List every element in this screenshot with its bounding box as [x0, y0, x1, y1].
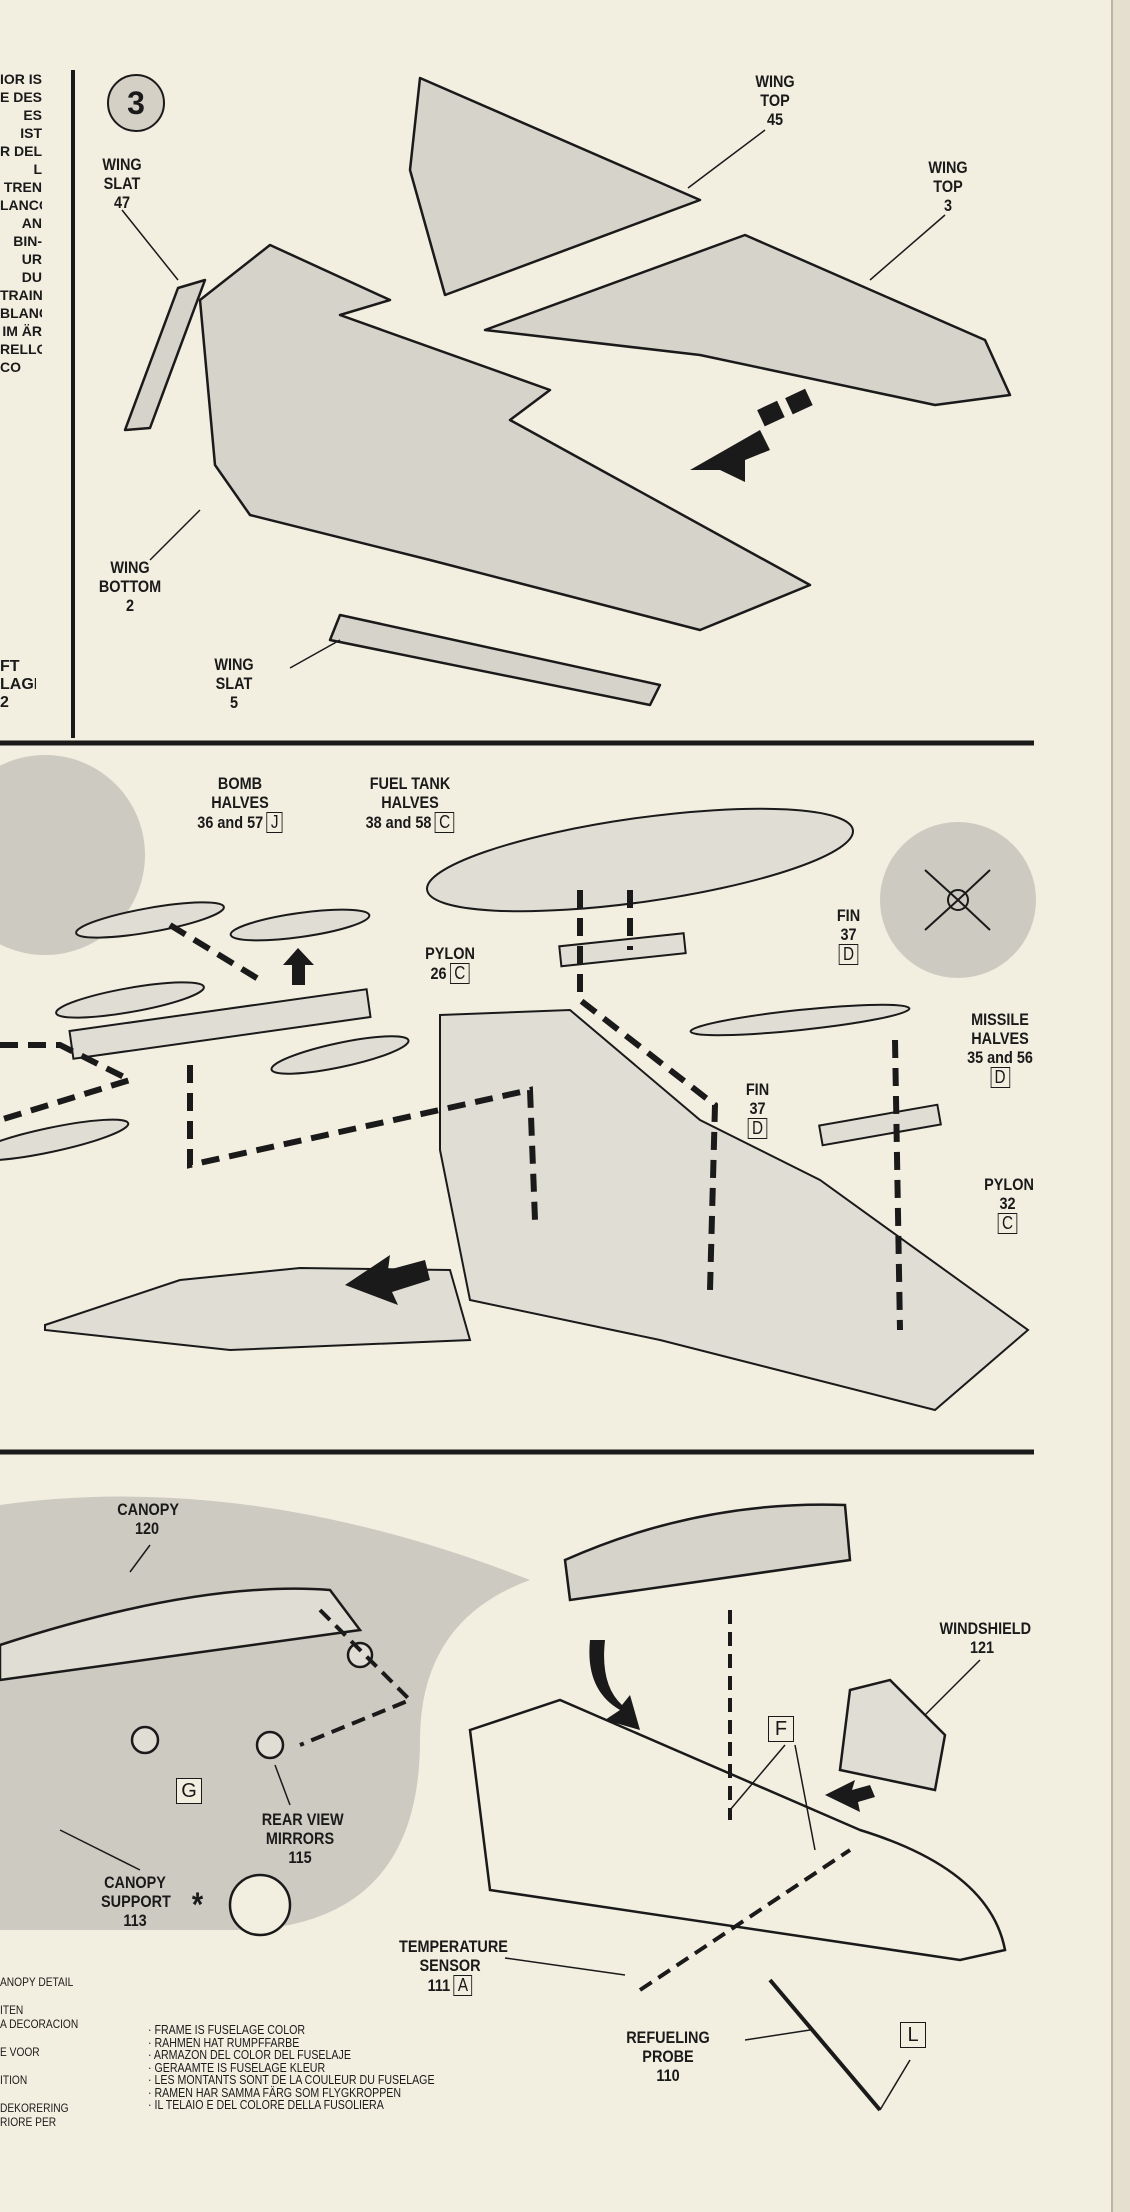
left-edge-text: IOR IS E DES ES IST R DEL L TREN LANCO A…	[0, 70, 42, 376]
bomb-rack-part	[68, 988, 372, 1060]
fuel-tank-part	[426, 807, 854, 913]
edge-line: E DES	[0, 89, 42, 105]
note-line: · RAHMEN HAT RUMPFFARBE	[148, 2035, 300, 2050]
edge-line: 2	[0, 694, 9, 711]
edge-line: FT	[0, 658, 20, 675]
mirror-part	[255, 1730, 285, 1760]
bomb-part	[75, 901, 225, 939]
fuselage-cockpit-part	[468, 1698, 1007, 1962]
wing-assembly-part	[439, 1008, 1030, 1412]
edge-line: TRAIN	[0, 287, 42, 303]
pylon-32-part	[818, 1103, 942, 1147]
mirror-part	[130, 1725, 160, 1755]
edge-line: IM ÄR	[2, 323, 42, 339]
asterisk-symbol: *	[191, 1886, 204, 1924]
note-line: · FRAME IS FUSELAGE COLOR	[148, 2023, 306, 2037]
note-line: · IL TELAIO E DEL COLORE DELLA FUSOLIERA	[148, 2098, 384, 2112]
wing-top-3-part	[483, 233, 1012, 407]
canopy-install-arrow	[589, 1640, 640, 1730]
edge-line: UR DU	[21, 251, 42, 285]
canopy-part	[0, 1587, 363, 1682]
detail-inset-bomb-rack	[0, 755, 145, 955]
wing-top-45-part	[408, 76, 702, 297]
wing-bottom-2-part	[198, 243, 812, 632]
step-number: 3	[127, 85, 145, 121]
edge-line: R DEL	[0, 143, 42, 159]
note-line: · GERAAMTE IS FUSELAGE KLEUR	[148, 2060, 326, 2075]
edge-line: LAGE	[0, 676, 36, 693]
note-line: · LES MONTANTS SONT DE LA COULEUR DU FUS…	[148, 2073, 435, 2087]
edge-line: RELLO	[0, 341, 42, 357]
edge-line: LANCO	[0, 197, 42, 213]
code-box-f: F	[768, 1716, 794, 1742]
decal-symbol-circle	[228, 1873, 292, 1937]
code-box-l: L	[900, 2022, 926, 2048]
frame-color-notes: · FRAME IS FUSELAGE COLOR · RAHMEN HAT R…	[148, 2024, 435, 2112]
bomb-part	[55, 981, 205, 1019]
code-box-g: G	[176, 1778, 202, 1804]
wing-slat-47-part	[123, 278, 207, 432]
canopy-detail-inset	[0, 1496, 530, 1930]
edge-line: L TREN	[3, 161, 42, 195]
step-number-badge: 3	[107, 74, 165, 132]
alignment-guides	[0, 890, 903, 1331]
bomb-part	[229, 908, 371, 942]
mirror-part	[346, 1641, 374, 1669]
pylon-26-part	[558, 932, 687, 968]
edge-line: AN BIN-	[13, 215, 42, 249]
edge-line: CO	[0, 359, 21, 375]
bomb-part	[270, 1035, 410, 1075]
refueling-probe-part	[768, 1978, 882, 2112]
canopy-part-top	[563, 1503, 852, 1602]
edge-line: ES IST	[20, 107, 42, 141]
up-arrow	[283, 948, 314, 985]
bomb-part	[0, 1118, 130, 1162]
panel1-assembly-arrow	[690, 388, 813, 482]
windshield-part	[838, 1678, 947, 1792]
note-line: · ARMAZON DEL COLOR DEL FUSELAJE	[148, 2048, 351, 2062]
edge-line: IOR IS	[0, 71, 42, 87]
page-fold	[1112, 0, 1130, 2212]
edge-line: BLANC	[0, 305, 42, 321]
install-arrow	[345, 1255, 430, 1305]
wing-slat-5-part	[328, 613, 662, 707]
left-edge-label: FT LAGE 2	[0, 658, 36, 712]
windshield-install-arrow	[825, 1780, 875, 1812]
missile-part	[689, 1003, 911, 1037]
note-line: · RAMEN HAR SAMMA FÄRG SOM FLYGKROPPEN	[148, 2085, 402, 2100]
